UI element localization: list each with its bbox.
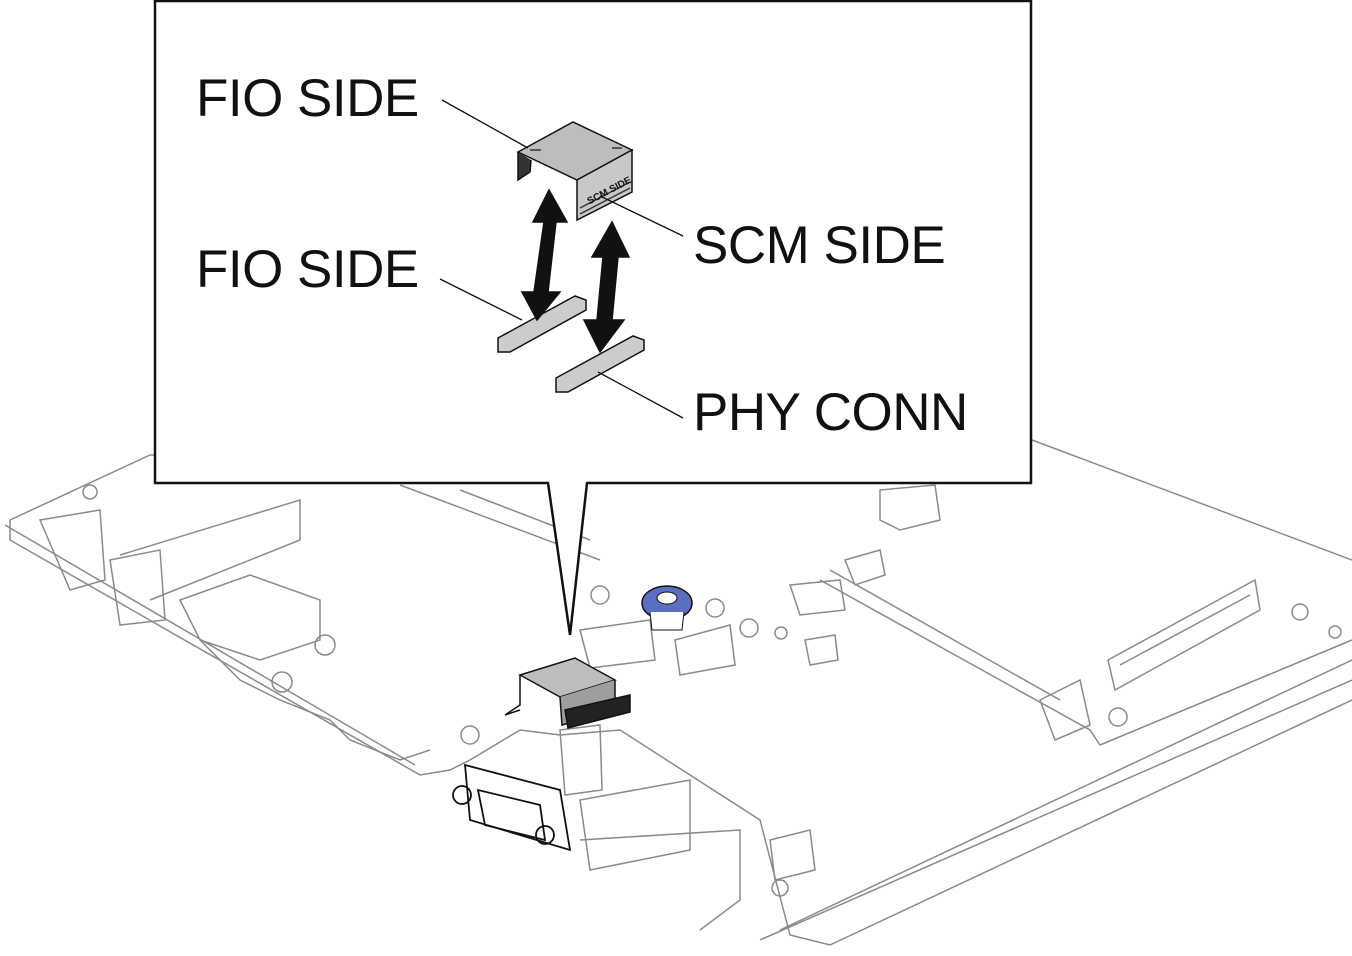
label-phy-conn: PHY CONN — [693, 383, 968, 442]
label-fio-side-top: FIO SIDE — [196, 69, 419, 128]
system-board — [4, 439, 1352, 946]
callout-parts: SCM SIDE — [497, 121, 645, 393]
label-scm-side: SCM SIDE — [693, 216, 946, 275]
thumbscrew — [641, 585, 693, 631]
phy-connector — [555, 335, 645, 393]
installed-scm-module — [504, 657, 631, 729]
arrow-up-down-right — [582, 220, 631, 354]
arrow-up-down-left — [520, 188, 569, 322]
callout-box — [153, 0, 1033, 636]
leader-lines — [439, 99, 684, 419]
fio-connector — [497, 295, 587, 353]
vga-connector — [452, 763, 572, 852]
label-fio-side-bottom: FIO SIDE — [196, 240, 419, 299]
